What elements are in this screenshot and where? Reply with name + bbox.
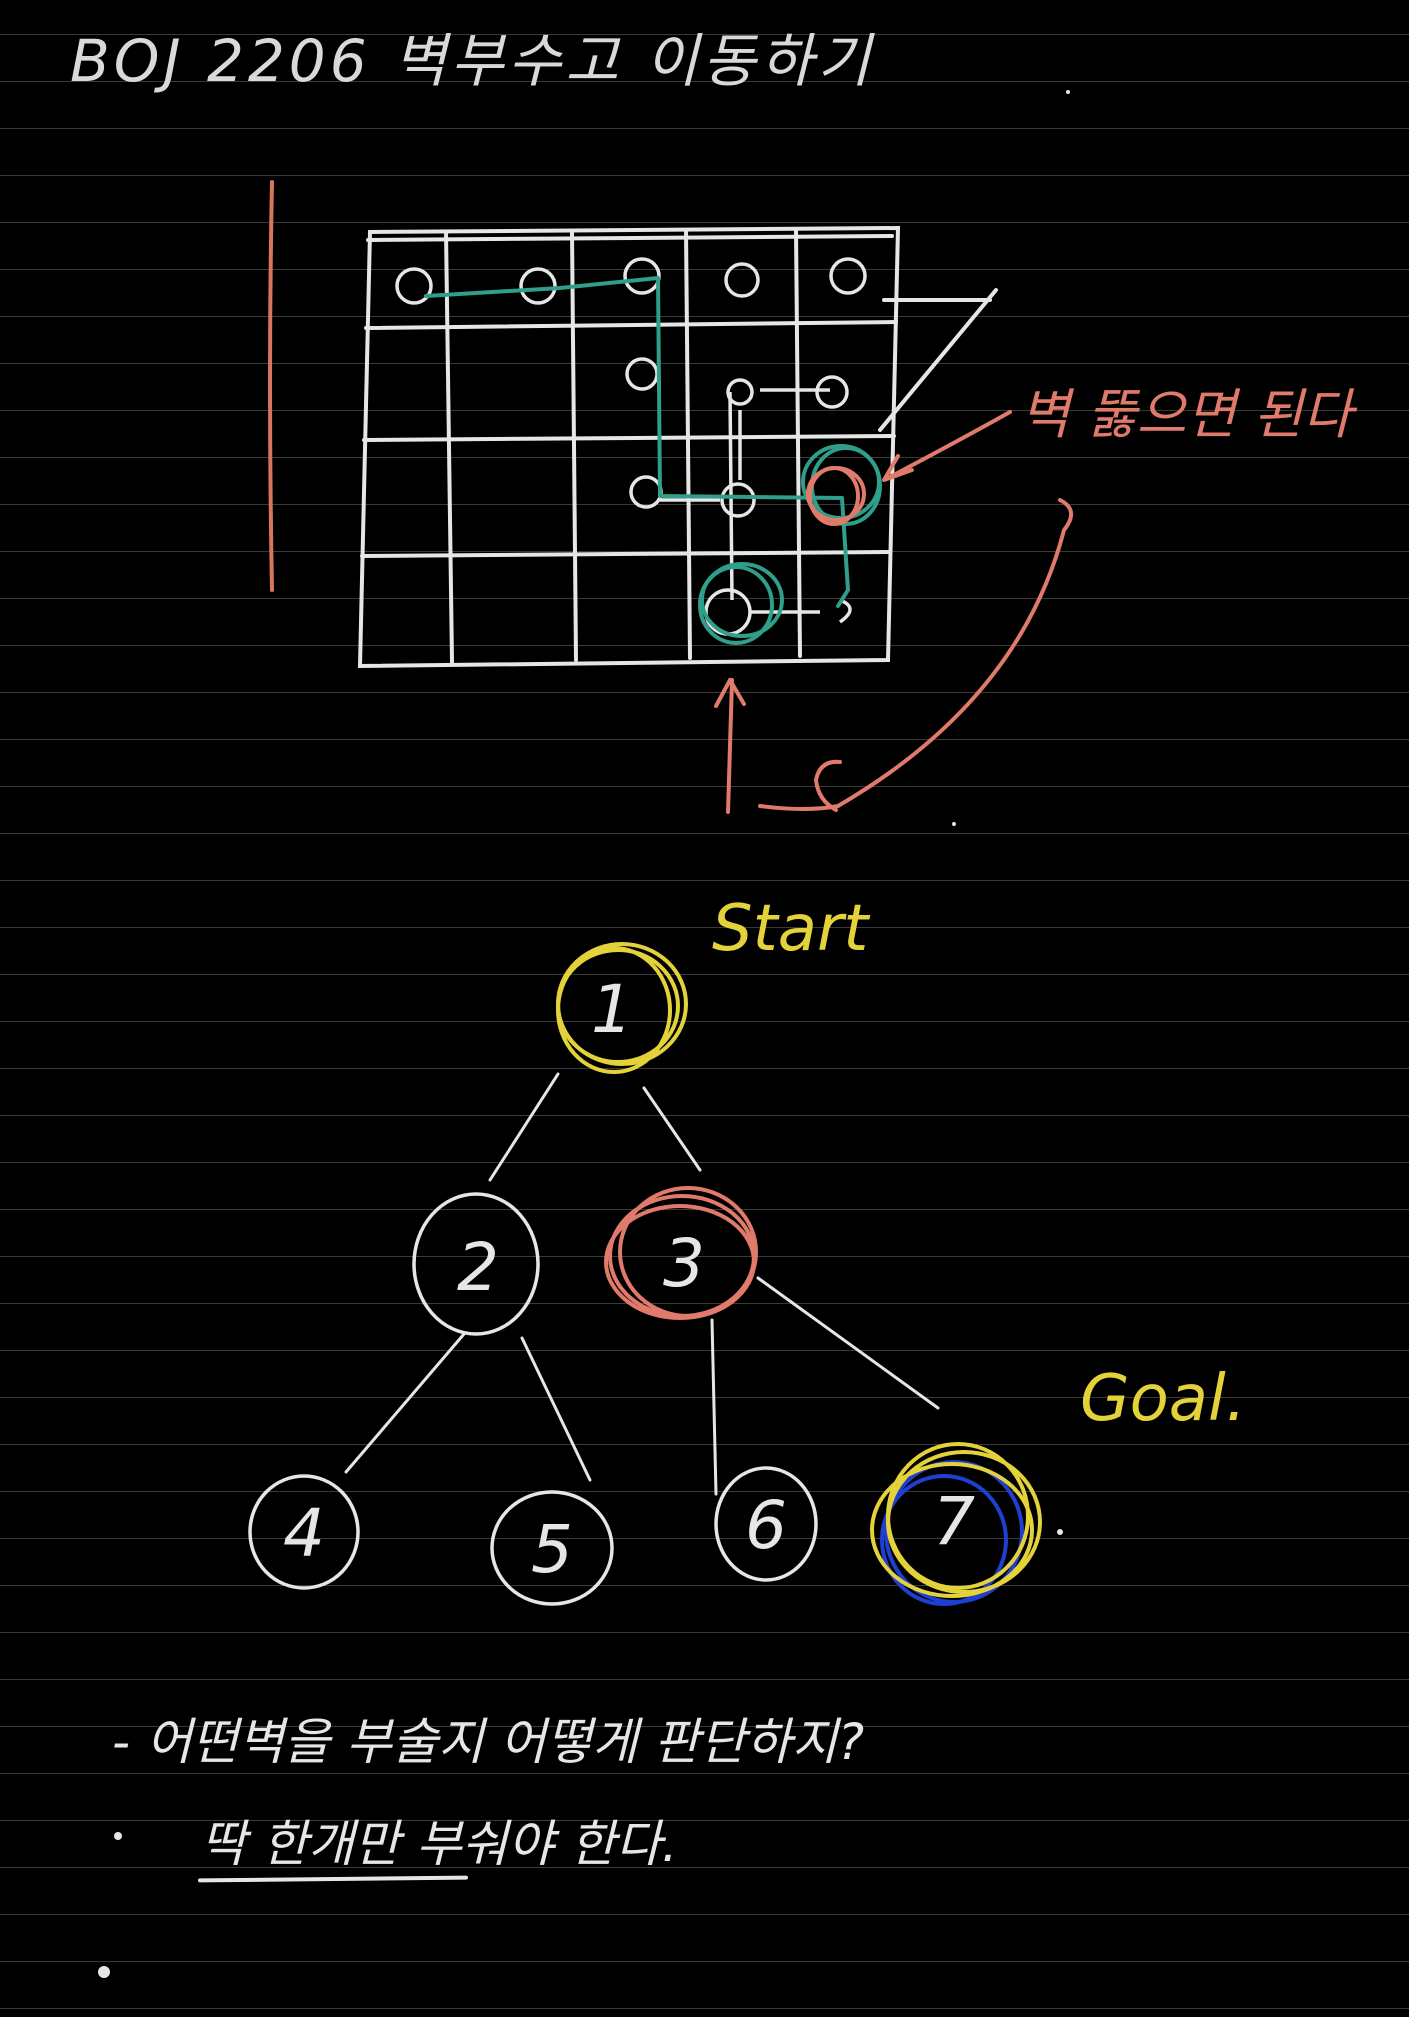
tree-node-labels: 1 2 3 4 5 6 7	[283, 971, 975, 1588]
note-line-1: - 어떤벽을 부술지 어떻게 판단하지?	[112, 1713, 865, 1771]
ruled-line	[0, 786, 1409, 787]
ruled-line	[0, 739, 1409, 740]
ruled-line	[0, 1914, 1409, 1915]
ruled-line	[0, 175, 1409, 176]
start-label: Start	[712, 892, 869, 966]
ruled-line	[0, 833, 1409, 834]
tree-node-label-5: 5	[531, 1511, 573, 1588]
ruled-line	[0, 1867, 1409, 1868]
stray-dots	[98, 90, 1070, 1978]
ruled-line	[0, 1585, 1409, 1586]
ruled-line	[0, 1491, 1409, 1492]
ruled-line	[0, 1773, 1409, 1774]
ruled-line	[0, 880, 1409, 881]
ruled-line	[0, 316, 1409, 317]
ruled-line	[0, 2008, 1409, 2009]
teal-path	[424, 276, 882, 645]
maze-nodes	[395, 257, 867, 636]
ruled-line	[0, 1256, 1409, 1257]
goal-label: Goal.	[1080, 1362, 1247, 1436]
tree-node-2	[412, 1192, 540, 1336]
ruled-line	[0, 363, 1409, 364]
ruled-line	[0, 1162, 1409, 1163]
ruled-line	[0, 504, 1409, 505]
tree-node-7	[870, 1442, 1042, 1606]
ruled-line	[0, 1444, 1409, 1445]
red-annotations	[714, 410, 1073, 814]
ruled-line	[0, 1726, 1409, 1727]
ruled-line	[0, 1961, 1409, 1962]
ruled-line	[0, 1068, 1409, 1069]
ruled-line	[0, 1303, 1409, 1304]
tree-nodes	[248, 942, 1042, 1606]
ruled-line	[0, 81, 1409, 82]
ruled-line	[0, 1538, 1409, 1539]
ruled-line	[0, 974, 1409, 975]
tree-edges	[344, 1072, 940, 1496]
ruled-line	[0, 598, 1409, 599]
tree-node-3	[604, 1186, 758, 1320]
tree-node-label-4: 4	[283, 1495, 325, 1572]
tree-node-label-7: 7	[933, 1483, 975, 1560]
grid-annotation: 벽 뚫으면 된다	[1020, 383, 1353, 446]
ruled-line	[0, 1350, 1409, 1351]
ruled-line	[0, 269, 1409, 270]
red-margin-stroke	[268, 180, 274, 592]
ruled-line	[0, 1397, 1409, 1398]
tree-node-label-2: 2	[457, 1229, 499, 1306]
ruled-line	[0, 927, 1409, 928]
ruled-line	[0, 222, 1409, 223]
maze-grid	[357, 225, 998, 669]
ruled-line	[0, 410, 1409, 411]
tree-node-5	[490, 1490, 614, 1606]
ruled-line	[0, 1115, 1409, 1116]
tree-node-label-1: 1	[591, 971, 633, 1048]
ruled-line	[0, 1632, 1409, 1633]
note-line-2: 딱 한개만 부숴야 한다.	[200, 1815, 678, 1873]
tree-node-label-6: 6	[745, 1487, 787, 1564]
note-title: BOJ 2206 벽부수고 이동하기	[70, 27, 875, 95]
ruled-line	[0, 1679, 1409, 1680]
ruled-line	[0, 457, 1409, 458]
tree-node-6	[714, 1466, 818, 1582]
ruled-line	[0, 34, 1409, 35]
tree-node-label-3: 3	[663, 1225, 705, 1302]
ruled-line	[0, 128, 1409, 129]
tree-node-1	[556, 942, 688, 1074]
ruled-line	[0, 1021, 1409, 1022]
ruled-line	[0, 645, 1409, 646]
ruled-line	[0, 1820, 1409, 1821]
ruled-line	[0, 692, 1409, 693]
tree-node-4	[248, 1474, 360, 1590]
